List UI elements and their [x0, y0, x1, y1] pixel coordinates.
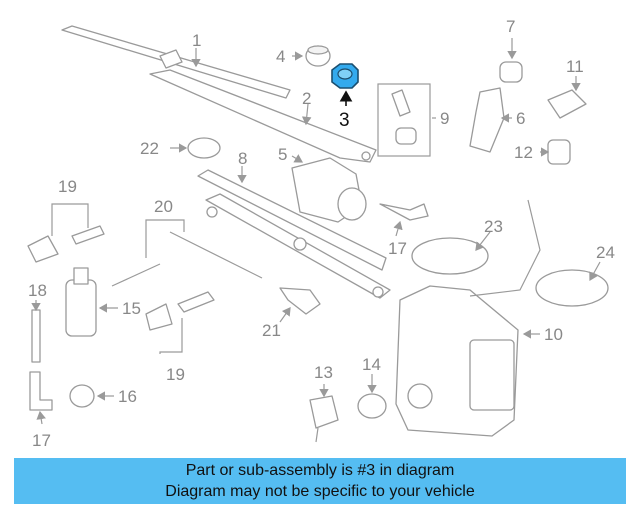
- pump-kit-part[interactable]: [377, 83, 431, 157]
- callout-16: 16: [118, 387, 137, 406]
- callout-5: 5: [278, 145, 287, 164]
- callout-19-bottom: 19: [166, 365, 185, 384]
- callout-4: 4: [276, 47, 285, 66]
- callout-20: 20: [154, 197, 173, 216]
- wiper-motor-part[interactable]: [291, 157, 367, 223]
- leader-lines: [31, 38, 601, 425]
- washer-reservoir-part[interactable]: [395, 199, 541, 437]
- callout-7: 7: [506, 17, 515, 36]
- sensor-part[interactable]: [309, 395, 339, 443]
- callout-19-top: 19: [58, 177, 77, 196]
- callout-23: 23: [484, 217, 503, 236]
- callout-24: 24: [596, 243, 615, 262]
- callout-1: 1: [192, 31, 201, 50]
- callout-8: 8: [238, 149, 247, 168]
- part-info-banner: Part or sub-assembly is #3 in diagram Di…: [14, 458, 626, 504]
- nozzle-mount-part[interactable]: [547, 89, 587, 119]
- disclaimer-line: Diagram may not be specific to your vehi…: [165, 483, 475, 500]
- callout-2: 2: [302, 89, 311, 108]
- exploded-parts-diagram: 1 2 3 4 5 6 7 8 9 10 11 12 13 14 15 16 1…: [27, 17, 615, 450]
- callout-15: 15: [122, 299, 141, 318]
- grommet-part[interactable]: [547, 139, 571, 165]
- washer-hose-part[interactable]: [111, 231, 263, 287]
- callout-18: 18: [28, 281, 47, 300]
- callout-21: 21: [262, 321, 281, 340]
- washer-pump-part[interactable]: [65, 267, 97, 337]
- callout-11: 11: [566, 57, 584, 76]
- callout-22: 22: [140, 139, 159, 158]
- hose-connector-part[interactable]: [29, 203, 429, 411]
- callout-9: 9: [440, 109, 449, 128]
- callout-labels: 1 2 3 4 5 6 7 8 9 10 11 12 13 14 15 16 1…: [28, 17, 615, 450]
- cap-part[interactable]: [305, 45, 331, 67]
- nut-part-highlighted[interactable]: [331, 63, 359, 89]
- callout-12: 12: [514, 143, 533, 162]
- wiper-blade-part[interactable]: [61, 25, 291, 99]
- callout-17-top: 17: [388, 239, 407, 258]
- bracket-part[interactable]: [469, 87, 505, 153]
- seal-part[interactable]: [357, 393, 387, 419]
- callout-17-bottom: 17: [32, 431, 51, 450]
- hose-tee-part[interactable]: [279, 287, 321, 315]
- wiper-arm-part[interactable]: [149, 69, 377, 163]
- washer-nozzle-part[interactable]: [27, 225, 215, 331]
- callout-14: 14: [362, 355, 381, 374]
- clip-part[interactable]: [187, 137, 221, 159]
- part-info-line: Part or sub-assembly is #3 in diagram: [185, 462, 455, 479]
- callout-10: 10: [544, 325, 563, 344]
- callout-6: 6: [516, 109, 525, 128]
- wiper-linkage-part[interactable]: [197, 169, 391, 299]
- callout-3: 3: [339, 110, 350, 131]
- bushing-part[interactable]: [499, 61, 523, 83]
- rod-part[interactable]: [31, 309, 41, 363]
- callout-13: 13: [314, 363, 333, 382]
- pump-grommet-part[interactable]: [69, 384, 95, 408]
